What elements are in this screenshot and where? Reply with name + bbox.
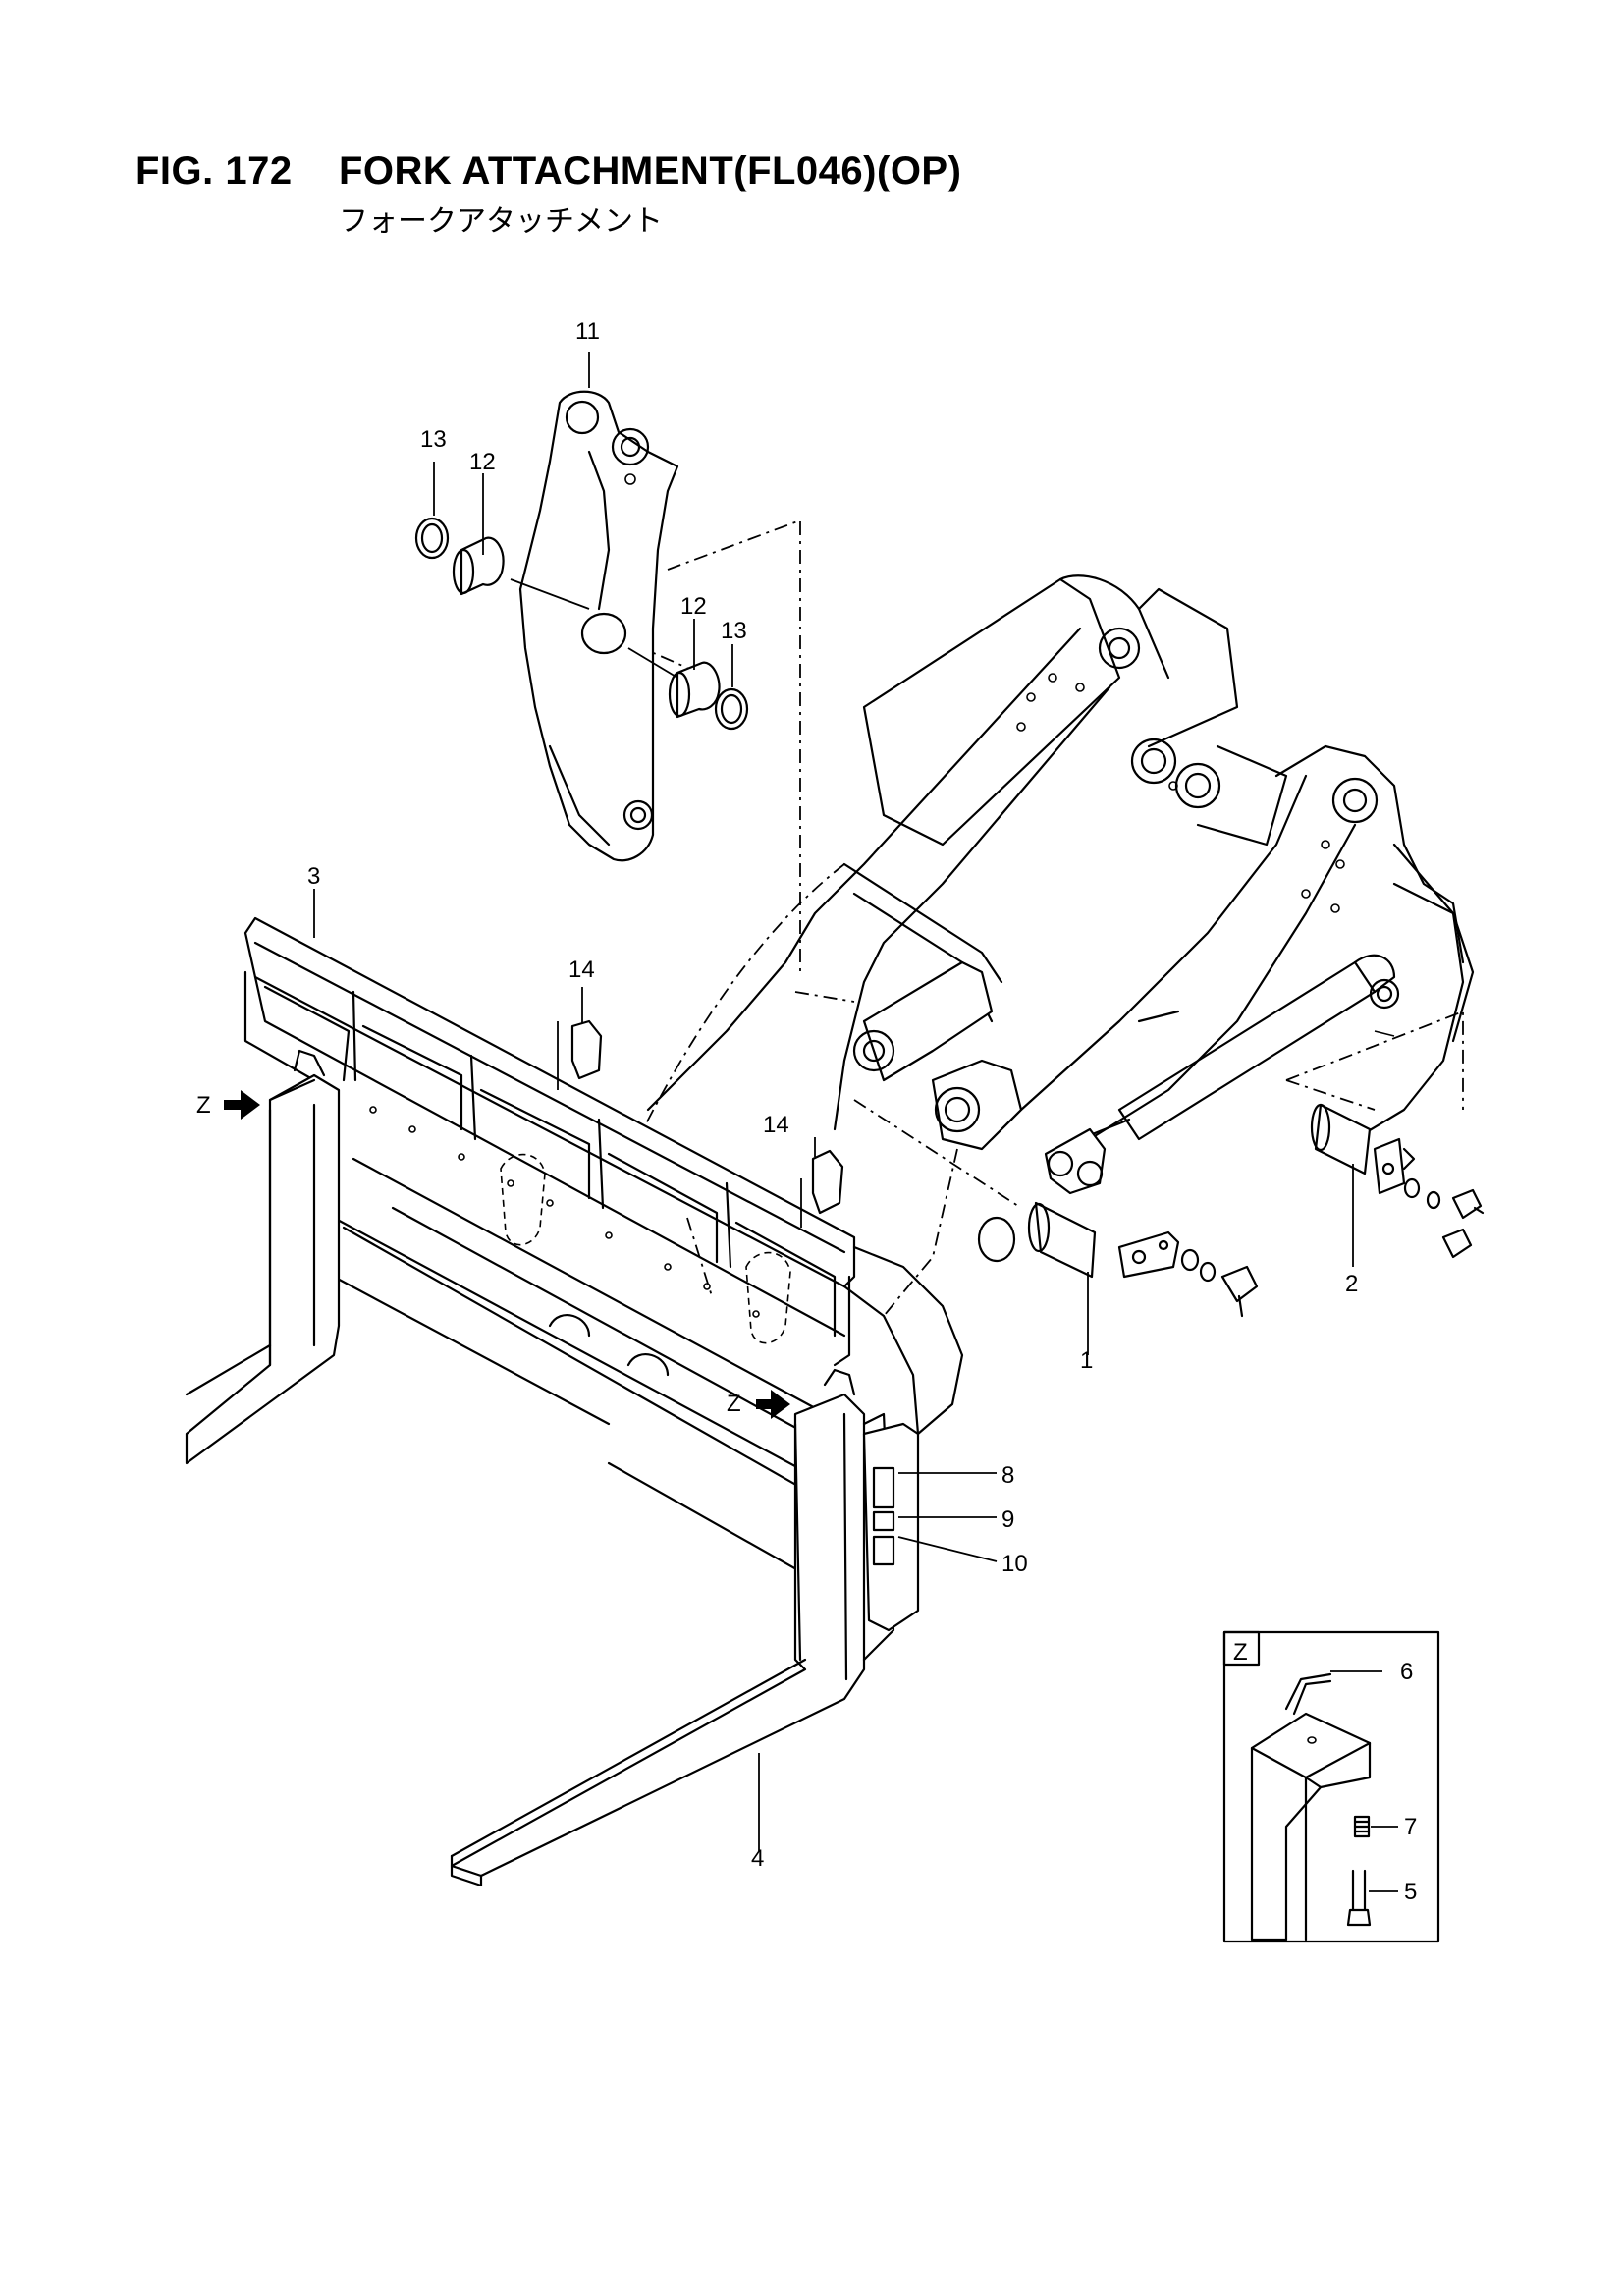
bushing-seal-set-lower <box>627 647 749 731</box>
link-part-11 <box>518 390 679 862</box>
view-arrow-label: Z <box>196 1092 211 1119</box>
callouts: 11 13 12 12 13 3 14 14 2 1 8 9 10 4 6 7 … <box>307 318 1417 1905</box>
callout-4: 4 <box>751 1845 764 1872</box>
callout-12: 12 <box>680 593 707 620</box>
detail-view-label: Z <box>1233 1639 1248 1666</box>
fork-left <box>185 1049 341 1465</box>
figure-number: FIG. 172 <box>135 149 293 192</box>
fork-right <box>450 1245 964 1887</box>
callout-9: 9 <box>1001 1506 1014 1533</box>
callout-12: 12 <box>469 449 496 475</box>
view-arrow-label: Z <box>727 1391 741 1417</box>
detail-view-z <box>1222 1630 1440 1943</box>
callout-7: 7 <box>1404 1814 1417 1840</box>
callout-14: 14 <box>763 1112 789 1138</box>
view-arrow-z-left: Z <box>196 1090 260 1120</box>
callout-8: 8 <box>1001 1462 1014 1489</box>
leader-lines <box>313 352 1398 1892</box>
label-decals-14 <box>570 1019 844 1215</box>
callout-10: 10 <box>1001 1551 1028 1577</box>
callout-2: 2 <box>1345 1271 1358 1297</box>
view-arrow-z-right: Z <box>727 1390 790 1419</box>
callout-14: 14 <box>568 957 595 983</box>
pin-assembly-2 <box>1310 1103 1485 1259</box>
callout-11: 11 <box>575 318 600 345</box>
figure-title: FORK ATTACHMENT(FL046)(OP) <box>339 149 962 192</box>
bushing-seal-set-upper <box>414 517 590 610</box>
pin-assembly-1 <box>977 1201 1259 1318</box>
callout-13: 13 <box>721 618 747 644</box>
callout-6: 6 <box>1400 1659 1413 1685</box>
callout-5: 5 <box>1404 1879 1417 1905</box>
callout-3: 3 <box>307 863 320 890</box>
callout-1: 1 <box>1080 1347 1093 1374</box>
callout-13: 13 <box>420 426 447 453</box>
figure-subtitle: フォークアタッチメント <box>339 204 663 239</box>
loader-arm <box>646 574 1475 1195</box>
